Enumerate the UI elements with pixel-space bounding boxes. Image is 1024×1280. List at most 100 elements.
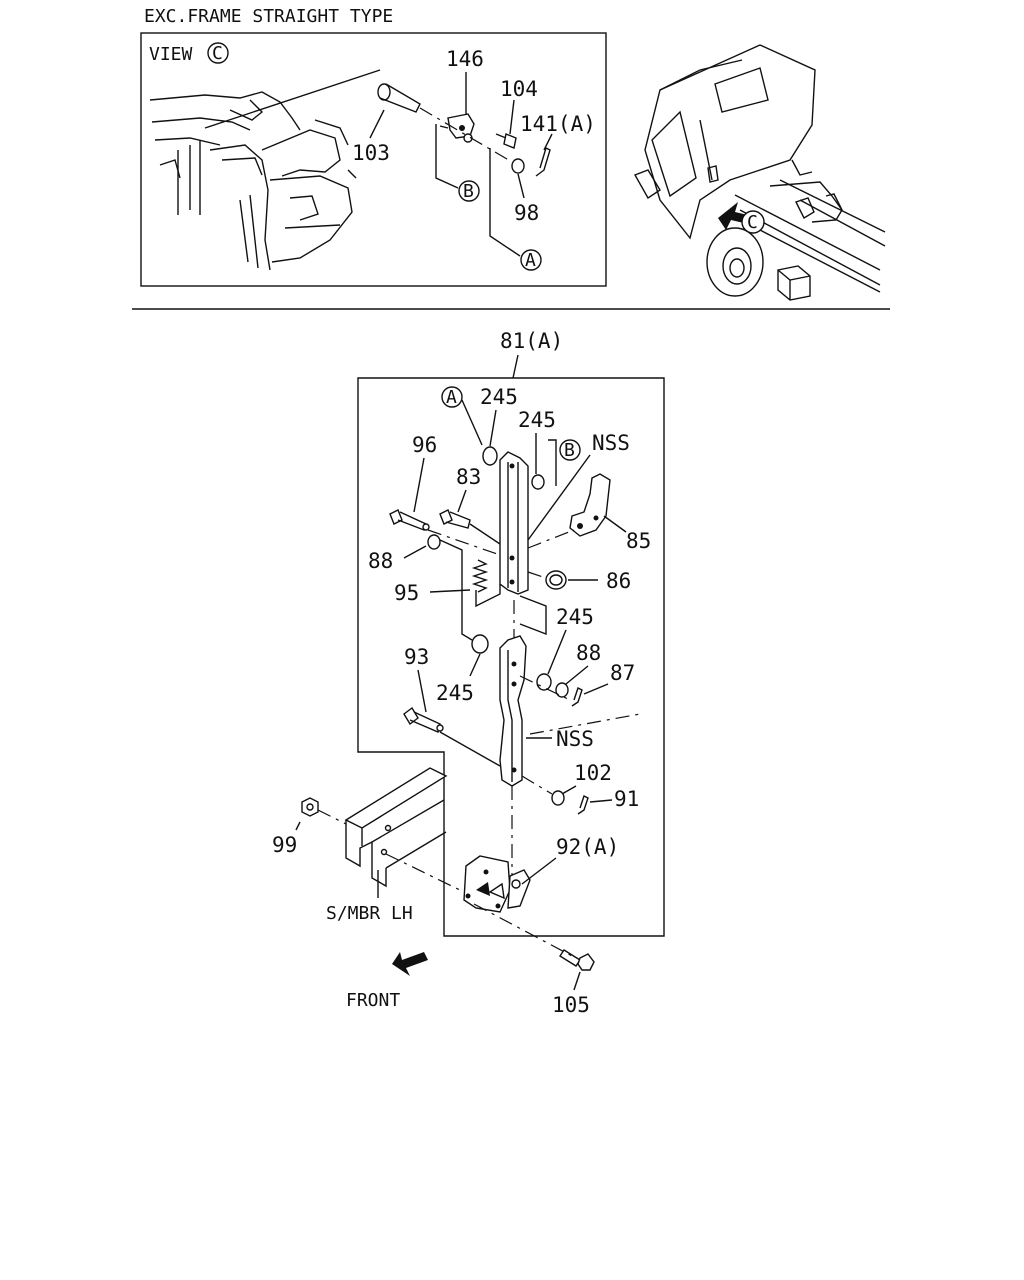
view-c-ref-circle [741, 210, 765, 234]
callout-88-lower: 88 [576, 641, 601, 665]
axis-85 [527, 529, 575, 549]
upper-link-nss [499, 451, 529, 595]
bolt-104 [495, 133, 517, 149]
leader-91 [589, 799, 613, 803]
leader-102 [561, 785, 577, 795]
lower-link-nss [499, 635, 527, 787]
callout-245-c: 245 [436, 681, 474, 705]
callout-96: 96 [412, 433, 437, 457]
bracket-85 [569, 473, 611, 537]
view-c-frame [140, 32, 607, 287]
ref-a-circle-top [520, 249, 542, 271]
leader-245-a [489, 409, 497, 447]
washer-102 [551, 790, 565, 806]
leader-87 [583, 683, 609, 695]
callout-245-a: 245 [480, 385, 518, 409]
front-wheel [706, 227, 764, 297]
callout-102: 102 [574, 761, 612, 785]
assembly-title-leader [512, 354, 519, 379]
ref-b-circle-main [559, 439, 581, 461]
leader-ref-a-top [489, 148, 521, 257]
leader-ref-b-main [548, 439, 557, 486]
leader-92a [521, 857, 557, 885]
leader-95 [429, 589, 471, 593]
callout-103: 103 [352, 141, 390, 165]
callout-98: 98 [514, 201, 539, 225]
callout-99: 99 [272, 833, 297, 857]
washer-88-upper [427, 534, 441, 550]
leader-103 [369, 109, 385, 139]
leader-88-upper [403, 545, 427, 559]
ring-86 [545, 570, 567, 590]
leader-83 [457, 489, 467, 513]
callout-146: 146 [446, 47, 484, 71]
mirror [633, 169, 661, 200]
header-title: EXC.FRAME STRAIGHT TYPE [144, 6, 393, 27]
leader-96 [413, 457, 425, 513]
ref-a-letter-top: A [525, 250, 536, 271]
washer-88-lower [555, 682, 569, 698]
leader-98 [517, 173, 525, 199]
truck-overview: C [633, 44, 886, 301]
axis-99 [317, 809, 347, 825]
callout-85: 85 [626, 529, 651, 553]
callout-104: 104 [500, 77, 538, 101]
label-front: FRONT [346, 990, 400, 1011]
arrow-down-left-icon [392, 952, 428, 976]
leader-141 [543, 133, 553, 151]
triangle-icon [476, 882, 490, 896]
chassis-sketch [149, 69, 381, 271]
bushing-245-a [482, 446, 498, 466]
ref-b-circle-top [458, 180, 480, 202]
axis-86 [527, 571, 547, 579]
ref-a-circle-main [441, 386, 463, 408]
washer-98 [511, 158, 525, 174]
leader-ref-a-main [461, 399, 483, 446]
bracket-92a [463, 855, 531, 913]
callout-88-upper: 88 [368, 549, 393, 573]
pin-83 [439, 509, 471, 529]
guide-link-joint [519, 595, 547, 636]
bracket-146 [439, 113, 475, 143]
ref-b-letter-top: B [463, 181, 474, 202]
view-c-inset: VIEW C [140, 32, 607, 287]
guide-88-upper [439, 539, 463, 588]
axis-83 [469, 523, 501, 545]
callout-nss-lower: NSS [556, 727, 594, 751]
pin-103 [377, 83, 421, 113]
axis-lower-upper [519, 675, 571, 701]
axis-102 [521, 775, 553, 795]
assembly-title: 81(A) [500, 329, 563, 353]
leader-nss-upper [527, 454, 591, 541]
callout-nss-upper: NSS [592, 431, 630, 455]
callout-245-d: 245 [556, 605, 594, 629]
spring-95 [471, 559, 501, 608]
leader-99 [295, 821, 301, 831]
assembly-boundary [357, 377, 665, 937]
label-smbr-lh: S/MBR LH [326, 903, 413, 924]
leader-245-d [547, 629, 567, 675]
ref-b-letter-main: B [564, 440, 575, 461]
callout-245-b: 245 [518, 408, 556, 432]
leader-ref-b-top [435, 124, 459, 189]
callout-92a: 92(A) [556, 835, 619, 859]
guide-245-c [461, 588, 473, 641]
axis-nss-lower [529, 713, 641, 735]
bushing-245-c [471, 634, 489, 654]
view-c-ref-letter: C [747, 212, 758, 233]
washer-245-b [531, 474, 545, 490]
washer-245-d [536, 673, 552, 691]
pin-93 [403, 706, 444, 733]
view-ref-circle [207, 42, 229, 64]
ref-a-letter-main: A [446, 387, 457, 408]
rear-window [714, 67, 769, 113]
axis-smbr [385, 853, 465, 893]
clip-141 [535, 147, 551, 177]
axis-105 [473, 903, 573, 957]
leader-88-lower [565, 665, 589, 685]
cotter-91 [577, 795, 589, 815]
leader-93 [417, 669, 427, 713]
cotter-87 [571, 687, 583, 707]
